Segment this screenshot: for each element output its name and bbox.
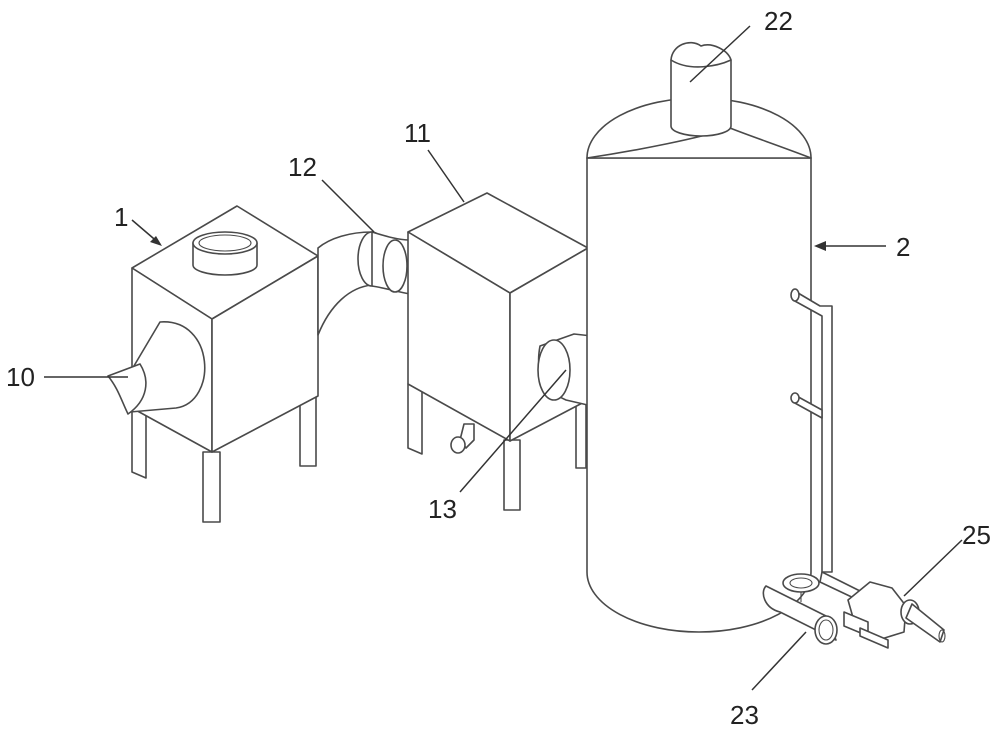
pump-25 [844,582,945,648]
callout-2: 2 [814,232,910,262]
callout-1: 1 [114,202,162,246]
label-10: 10 [6,362,35,392]
callout-25: 25 [904,520,991,596]
label-2: 2 [896,232,910,262]
label-11: 11 [404,118,431,148]
outlet-22 [671,43,731,136]
callout-10: 10 [6,362,128,392]
label-1: 1 [114,202,128,232]
label-25: 25 [962,520,991,550]
duct-12 [318,232,410,335]
label-23: 23 [730,700,759,730]
pipe-13 [538,334,592,406]
callout-12: 12 [288,152,374,232]
inlet-10 [108,322,205,414]
label-22: 22 [764,6,793,36]
callout-23: 23 [730,632,806,730]
tower-2 [587,98,811,632]
callout-11: 11 [404,118,464,202]
label-12: 12 [288,152,317,182]
label-13: 13 [428,494,457,524]
